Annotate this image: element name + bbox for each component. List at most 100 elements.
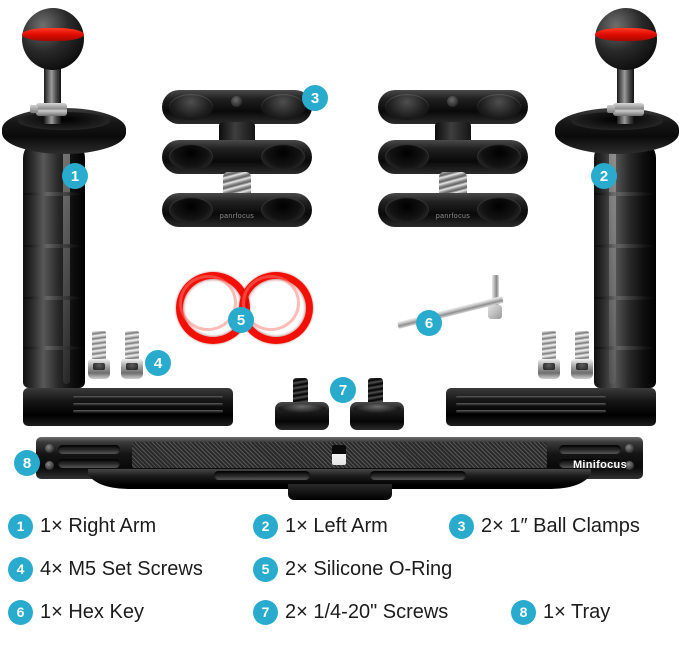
tray-lower-stem (288, 484, 392, 500)
legend-row-3: 6 1× Hex Key 7 2× 1/4-20" Screws 8 1× Tr… (0, 595, 679, 635)
screw-head (571, 359, 593, 379)
legend-label-6: 1× Hex Key (40, 600, 144, 623)
quarter-twenty-screw (275, 378, 329, 432)
tray-product: Minifocus 8 (14, 437, 643, 500)
ball-clamp-2: panrfocus (378, 90, 528, 230)
ball-red-ring (595, 28, 657, 41)
tray-center-mount (332, 445, 346, 465)
tray-slot (58, 459, 120, 468)
screw-thread (368, 378, 383, 406)
left-arm-product: 2 (446, 0, 679, 440)
screw-head (538, 359, 560, 379)
screw-thread (575, 331, 589, 361)
foot-slot (73, 396, 223, 399)
legend-label-7: 2× 1/4-20" Screws (285, 600, 449, 623)
screw-knob (275, 402, 329, 430)
legend-badge-5: 5 (253, 556, 278, 582)
foot-slot (456, 403, 606, 406)
clamp-middle-arm (378, 140, 528, 174)
hex-key-product: 6 (397, 272, 518, 352)
foot-slot (456, 396, 606, 399)
hex-key-short-arm (492, 275, 499, 315)
arm-foot (446, 388, 656, 426)
legend-item-left-arm: 2 1× Left Arm (253, 509, 388, 543)
quarter-twenty-screw (350, 378, 404, 432)
parts-legend: 1 1× Right Arm 2 1× Left Arm 3 2× 1″ Bal… (0, 505, 679, 645)
ball-clamp-1: panrfocus 3 (162, 85, 328, 230)
right-arm-product: 1 (0, 0, 233, 440)
clamp-brand-label: panrfocus (435, 213, 471, 220)
legend-badge-2: 2 (253, 513, 278, 539)
grip-groove (23, 296, 85, 300)
clamp-hex-hole (447, 96, 458, 107)
callout-badge-2: 2 (591, 163, 617, 189)
legend-label-1: 1× Right Arm (40, 514, 157, 537)
screw-thread (125, 331, 139, 361)
legend-badge-8: 8 (511, 599, 536, 625)
screw-knob (350, 402, 404, 430)
callout-badge-4: 4 (145, 350, 171, 376)
grip-groove (23, 244, 85, 248)
product-diagram: 1 2 panrfocus 3 (0, 0, 679, 500)
foot-slot (456, 410, 606, 413)
grip-highlight (609, 144, 616, 384)
tray-mount-hole (45, 461, 54, 470)
tray-mount-hole (625, 444, 634, 453)
ball-lock-nut (607, 103, 644, 116)
legend-item-set-screws: 4 4× M5 Set Screws (8, 552, 203, 586)
grip-groove (594, 346, 656, 350)
legend-item-quarter-screws: 7 2× 1/4-20" Screws (253, 595, 448, 629)
legend-label-5: 2× Silicone O-Ring (285, 557, 453, 580)
ball-red-ring (22, 28, 84, 41)
tray-slot (559, 459, 621, 468)
m5-set-screw (88, 331, 110, 381)
legend-badge-6: 6 (8, 599, 33, 625)
clamp-brand-label: panrfocus (219, 213, 255, 220)
clamp-top-arm (162, 90, 312, 124)
legend-item-o-ring: 5 2× Silicone O-Ring (253, 552, 452, 586)
grip-groove (23, 346, 85, 350)
tray-slot (214, 471, 310, 480)
tray-mount-hole (625, 461, 634, 470)
foot-slot (73, 403, 223, 406)
screw-thread (92, 331, 106, 361)
m5-set-screw (121, 331, 143, 381)
m5-set-screw (538, 331, 560, 381)
legend-item-hex-key: 6 1× Hex Key (8, 595, 144, 629)
foot-slot (73, 410, 223, 413)
callout-badge-8: 8 (14, 450, 40, 476)
callout-badge-6: 6 (416, 310, 442, 336)
screw-head (88, 359, 110, 379)
tray-brand-label: Minifocus (572, 459, 627, 471)
legend-item-right-arm: 1 1× Right Arm (8, 509, 156, 543)
legend-label-4: 4× M5 Set Screws (40, 557, 203, 580)
legend-row-1: 1 1× Right Arm 2 1× Left Arm 3 2× 1″ Bal… (0, 509, 679, 549)
tray-mount-hole (45, 444, 54, 453)
silicone-o-ring (239, 272, 313, 344)
clamp-top-arm (378, 90, 528, 124)
legend-label-3: 2× 1″ Ball Clamps (481, 514, 640, 537)
legend-badge-1: 1 (8, 513, 33, 539)
legend-label-8: 1× Tray (543, 600, 611, 623)
grip-groove (594, 296, 656, 300)
grip-highlight (63, 144, 70, 384)
hex-key-elbow (488, 305, 502, 319)
grip-groove (594, 244, 656, 248)
tray-slot (559, 445, 621, 454)
m5-set-screw (571, 331, 593, 381)
clamp-middle-arm (162, 140, 312, 174)
clamp-bottom-arm (378, 193, 528, 227)
legend-item-ball-clamps: 3 2× 1″ Ball Clamps (449, 509, 640, 543)
arm-grip (23, 140, 85, 388)
tray-slot (370, 471, 466, 480)
arm-foot (23, 388, 233, 426)
legend-label-2: 1× Left Arm (285, 514, 388, 537)
callout-badge-7: 7 (330, 377, 356, 403)
ball-lock-nut (30, 103, 67, 116)
callout-badge-5: 5 (228, 307, 254, 333)
callout-badge-1: 1 (62, 163, 88, 189)
legend-badge-4: 4 (8, 556, 33, 582)
tray-slot (58, 445, 120, 454)
legend-item-tray: 8 1× Tray (511, 595, 610, 629)
legend-badge-3: 3 (449, 513, 474, 539)
